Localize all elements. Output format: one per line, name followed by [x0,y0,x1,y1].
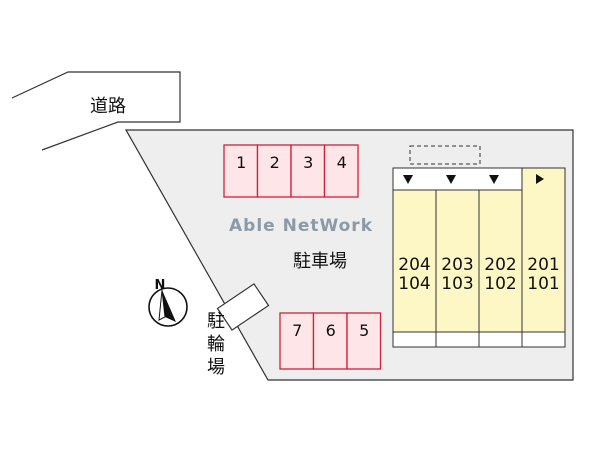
parking-bottom-slot-number: 6 [326,321,336,340]
down-arrow-icon [446,175,456,184]
unit-number-lower: 104 [398,274,430,294]
dashed-area [409,145,481,165]
unit-number-upper: 202 [484,255,516,275]
watermark: Able NetWork [229,216,373,236]
parking-top-slot-number: 3 [303,153,313,172]
bike-parking-char-3: 場 [207,357,225,378]
parking-top-slot-number: 2 [270,153,280,172]
unit-202-102 [478,189,523,333]
unit-204-104 [392,189,437,333]
compass-label: N [155,278,166,293]
unit-base [521,331,566,348]
bike-parking-char-1: 駐 [207,311,225,332]
unit-203-103 [435,189,480,333]
parking-top-slot-number: 1 [236,153,246,172]
parking-label: 駐車場 [293,251,347,272]
unit-number-upper: 201 [527,255,559,275]
parking-bottom-slot-5 [346,312,382,370]
parking-bottom-slot-7 [279,312,315,370]
road: 道路 [11,71,181,151]
down-arrow-icon [489,175,499,184]
north-arrow-icon: N [148,278,188,327]
bike-parking-char-2: 輪 [207,334,225,355]
parking-bottom-slot-number: 7 [292,321,302,340]
unit-number-upper: 203 [441,255,473,275]
down-arrow-icon [403,175,413,184]
building-corridor [392,167,532,191]
unit-number-lower: 101 [527,274,559,294]
parking-bottom-slot-number: 5 [359,321,369,340]
unit-201-101 [521,167,566,333]
road-label: 道路 [90,96,126,117]
parking-top-slot-4 [323,144,359,198]
parking-bottom-slot-6 [312,312,348,370]
unit-number-lower: 102 [484,274,516,294]
bike-parking-label: 駐 輪 場 [207,311,225,378]
right-arrow-icon [536,174,544,184]
bike-shelter [216,283,270,331]
unit-number-lower: 103 [441,274,473,294]
parking-group-top: 1 2 3 4 [223,144,359,198]
unit-base [392,331,437,348]
parking-top-slot-3 [290,144,326,198]
unit-number-upper: 204 [398,255,430,275]
unit-base [478,331,523,348]
parking-group-bottom: 7 6 5 [279,312,382,370]
parking-top-slot-2 [256,144,292,198]
parking-top-slot-number: 4 [337,153,347,172]
unit-base [435,331,480,348]
